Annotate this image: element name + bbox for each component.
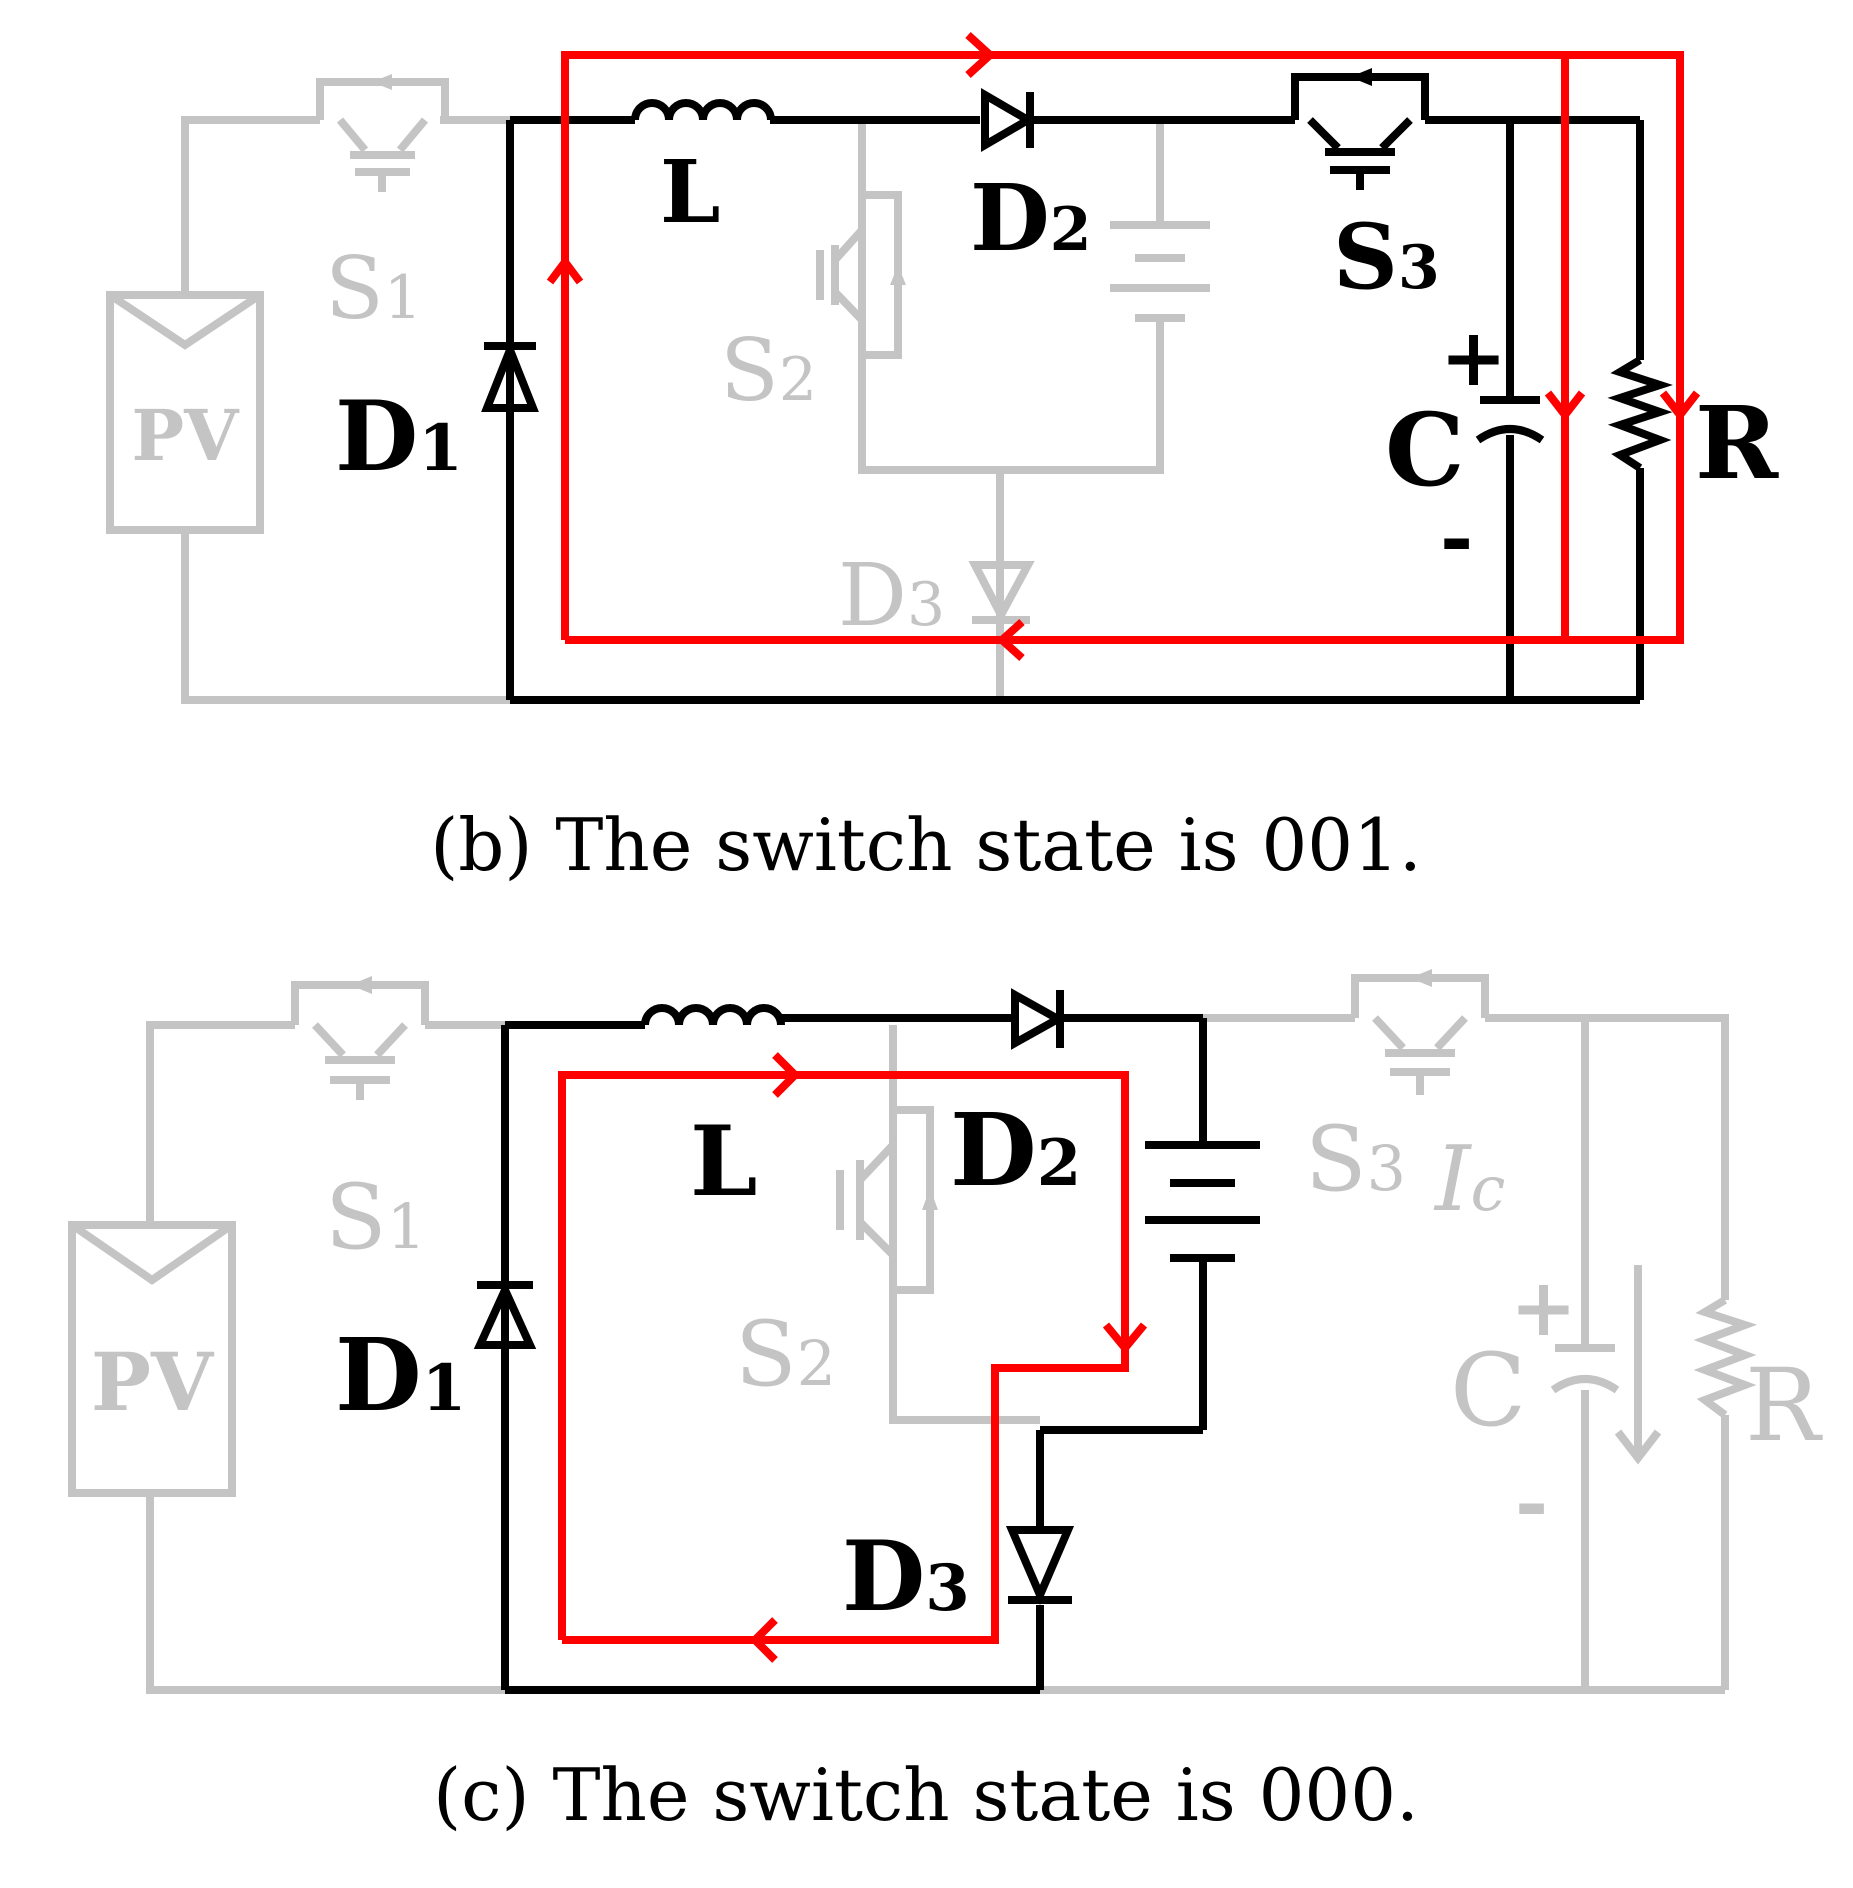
panel-b-d3-label: D3 <box>838 546 945 646</box>
panel-b-circuit: PV S1 S2 <box>106 32 1779 887</box>
panel-c-circuit: PV S1 S2 <box>68 969 1823 1837</box>
panel-b-s3-label: S3 <box>1333 204 1440 310</box>
panel-c-d2-label: D2 <box>950 1091 1081 1209</box>
panel-c-d3-label: D3 <box>842 1520 970 1633</box>
panel-c-d3-diode: D3 <box>842 1520 1075 1633</box>
panel-c-s3-label: S3 <box>1305 1107 1406 1212</box>
panel-c-s1-switch: S1 <box>291 976 429 1270</box>
panel-c-s2-switch: S2 <box>735 1106 938 1407</box>
panel-b-capacitor: + C - <box>1385 310 1545 584</box>
panel-b-pv-module: PV <box>106 291 264 534</box>
panel-c-s1-label: S1 <box>325 1165 426 1270</box>
panel-b-inactive-wiring <box>181 116 1164 704</box>
panel-b-r-label: R <box>1695 384 1779 502</box>
panel-b-minus-label: - <box>1440 490 1473 584</box>
panel-c-d2-diode: D2 <box>950 988 1081 1209</box>
panel-c-current-path <box>558 1052 1148 1663</box>
panel-c-s2-label: S2 <box>735 1302 836 1407</box>
panel-c-resistor: R <box>1693 1296 1823 1464</box>
panel-b-s1-label: S1 <box>325 239 422 339</box>
panel-b-inductor: L <box>631 99 775 243</box>
panel-c-inductor: L <box>641 1004 785 1218</box>
panel-b-resistor: R <box>1607 356 1779 502</box>
panel-c-minus-label: - <box>1515 1455 1548 1549</box>
panel-c-ic-label: Ic <box>1433 1127 1505 1232</box>
panel-c-c-label: C <box>1450 1332 1527 1449</box>
panel-b-d2-diode: D2 <box>970 88 1092 272</box>
panel-c-l-label: L <box>690 1105 758 1218</box>
panel-b-s1-switch: S1 <box>316 74 449 339</box>
panel-c-d1-label: D1 <box>335 1316 466 1434</box>
panel-b-d3-diode: D3 <box>838 546 1035 646</box>
panel-b-s3-switch: S3 <box>1291 68 1440 310</box>
panel-b-d1-label: D1 <box>335 380 463 493</box>
panel-c-capacitor: + C - <box>1450 1260 1620 1549</box>
panel-b-d2-label: D2 <box>970 164 1092 272</box>
panel-c-pv-label: PV <box>91 1335 215 1429</box>
panel-b-d1-diode: D1 <box>335 339 539 493</box>
panel-b-l-label: L <box>660 142 720 243</box>
panel-b-s2-switch: S2 <box>720 191 906 421</box>
panel-b-s2-label: S2 <box>720 321 817 421</box>
panel-b-caption: (b) The switch state is 001. <box>430 803 1422 887</box>
panel-b-pv-label: PV <box>132 394 241 477</box>
panel-c-active-wiring <box>501 1014 1207 1694</box>
panel-c-d1-diode: D1 <box>335 1280 537 1434</box>
panel-c-pv-module: PV <box>68 1221 236 1497</box>
panel-c-battery <box>1145 1141 1260 1262</box>
panel-b-battery <box>1110 221 1210 322</box>
panel-b-current-path <box>546 32 1701 661</box>
panel-b-plus-label: + <box>1440 310 1507 404</box>
panel-c-plus-label: + <box>1510 1260 1577 1354</box>
panel-c-caption: (c) The switch state is 000. <box>433 1753 1419 1837</box>
panel-b-c-label: C <box>1385 391 1465 509</box>
panel-c-s3-switch: S3 <box>1305 969 1489 1212</box>
panel-c-r-label: R <box>1745 1347 1823 1464</box>
